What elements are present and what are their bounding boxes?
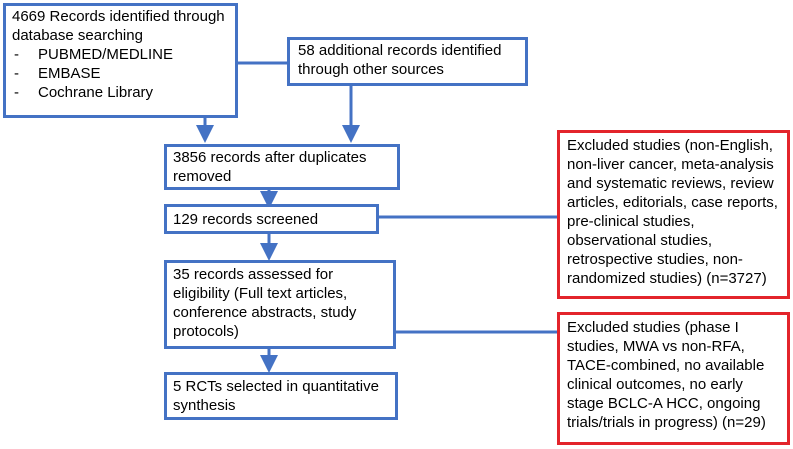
excluded-screening-box: Excluded studies (non-English, non-liver…	[557, 130, 790, 299]
other-sources-text: 58 additional records identified through…	[298, 42, 502, 78]
db-search-box: 4669 Records identified through database…	[3, 3, 238, 118]
eligibility-text: 35 records assessed for eligibility (Ful…	[173, 266, 357, 340]
included-text: 5 RCTs selected in quantitative synthesi…	[173, 378, 379, 414]
screened-box: 129 records screened	[164, 204, 379, 234]
db-source-item: PUBMED/MEDLINE	[12, 45, 229, 64]
screened-text: 129 records screened	[173, 211, 319, 228]
excluded-eligibility-box: Excluded studies (phase I studies, MWA v…	[557, 312, 790, 445]
excluded-screening-text: Excluded studies (non-English, non-liver…	[567, 137, 778, 287]
db-source-list: PUBMED/MEDLINE EMBASE Cochrane Library	[12, 45, 229, 102]
db-source-item: Cochrane Library	[12, 83, 229, 102]
duplicates-removed-box: 3856 records after duplicates removed	[164, 144, 400, 190]
excluded-eligibility-text: Excluded studies (phase I studies, MWA v…	[567, 319, 766, 431]
included-box: 5 RCTs selected in quantitative synthesi…	[164, 372, 398, 420]
duplicates-removed-text: 3856 records after duplicates removed	[173, 149, 367, 185]
db-search-heading: 4669 Records identified through database…	[12, 8, 225, 44]
db-source-item: EMBASE	[12, 64, 229, 83]
other-sources-box: 58 additional records identified through…	[287, 37, 528, 86]
eligibility-box: 35 records assessed for eligibility (Ful…	[164, 260, 396, 349]
